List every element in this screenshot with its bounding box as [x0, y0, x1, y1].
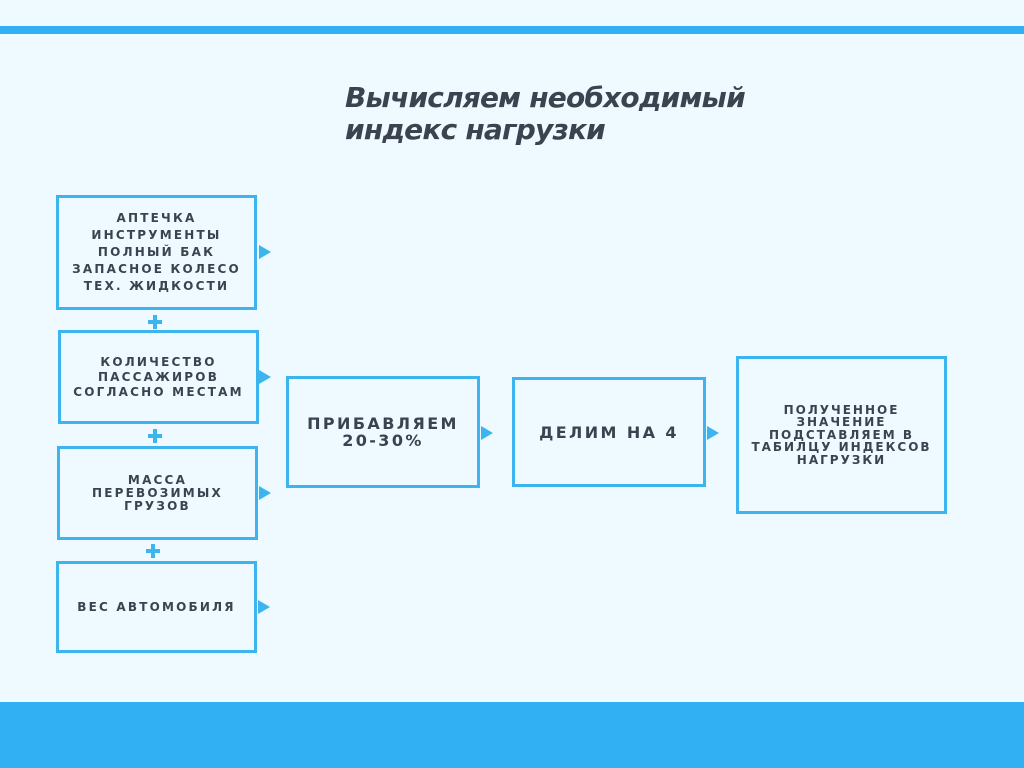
- arrow-right-icon: [259, 486, 271, 500]
- equipment-line-1: Аптечка: [116, 211, 197, 225]
- page-title: Вычисляем необходимый индекс нагрузки: [345, 82, 905, 146]
- title-line-2: индекс нагрузки: [345, 113, 606, 146]
- arrow-right-icon: [259, 245, 271, 259]
- input-box-vehicle-weight: Вес автомобиля: [56, 561, 257, 653]
- plus-icon: [147, 428, 163, 444]
- equipment-line-5: Тех. жидкости: [83, 279, 230, 293]
- input-box-passengers-text: Количество пассажиров согласно местам: [73, 355, 244, 400]
- step-box-add-percent-text: Прибавляем 20-30%: [307, 415, 459, 449]
- plus-icon: [145, 543, 161, 559]
- vehicle-weight-line-1: Вес автомобиля: [77, 599, 236, 614]
- equipment-line-3: Полный бак: [97, 245, 216, 259]
- arrow-right-icon: [258, 600, 270, 614]
- input-box-passengers: Количество пассажиров согласно местам: [58, 330, 259, 424]
- input-box-equipment-text: Аптечка Инструменты Полный бак Запасное …: [72, 210, 241, 295]
- passengers-line-2: пассажиров: [97, 369, 220, 384]
- cargo-line-2: перевозимых: [92, 485, 223, 500]
- arrow-right-icon: [481, 426, 493, 440]
- passengers-line-3: согласно местам: [73, 384, 244, 399]
- passengers-line-1: Количество: [100, 354, 217, 369]
- equipment-line-2: Инструменты: [91, 228, 222, 242]
- bottom-accent-bar: [0, 702, 1024, 768]
- arrow-right-icon: [707, 426, 719, 440]
- arrow-right-icon: [259, 370, 271, 384]
- step-box-result-text: Полученное значение подставляем в табилц…: [751, 404, 931, 467]
- result-line-3: подставляем в: [768, 427, 915, 442]
- cargo-line-3: грузов: [124, 498, 191, 513]
- step-box-add-percent: Прибавляем 20-30%: [286, 376, 480, 488]
- input-box-cargo: Масса перевозимых грузов: [57, 446, 258, 540]
- result-line-2: значение: [796, 415, 887, 430]
- input-box-vehicle-weight-text: Вес автомобиля: [77, 599, 236, 616]
- title-line-1: Вычисляем необходимый: [345, 81, 746, 114]
- equipment-line-4: Запасное колесо: [72, 262, 241, 276]
- result-line-4: табилцу индексов: [751, 440, 932, 455]
- add-percent-line-1: Прибавляем: [307, 414, 459, 433]
- result-line-1: Полученное: [783, 402, 900, 417]
- top-accent-bar: [0, 26, 1024, 34]
- step-box-result: Полученное значение подставляем в табилц…: [736, 356, 947, 514]
- step-box-divide: Делим на 4: [512, 377, 706, 487]
- input-box-cargo-text: Масса перевозимых грузов: [92, 472, 223, 513]
- plus-icon: [147, 314, 163, 330]
- result-line-5: нагрузки: [796, 452, 887, 467]
- input-box-equipment: Аптечка Инструменты Полный бак Запасное …: [56, 195, 257, 310]
- cargo-line-1: Масса: [127, 472, 188, 487]
- step-box-divide-text: Делим на 4: [539, 424, 679, 441]
- add-percent-line-2: 20-30%: [342, 431, 424, 450]
- divide-line-1: Делим на 4: [539, 422, 679, 442]
